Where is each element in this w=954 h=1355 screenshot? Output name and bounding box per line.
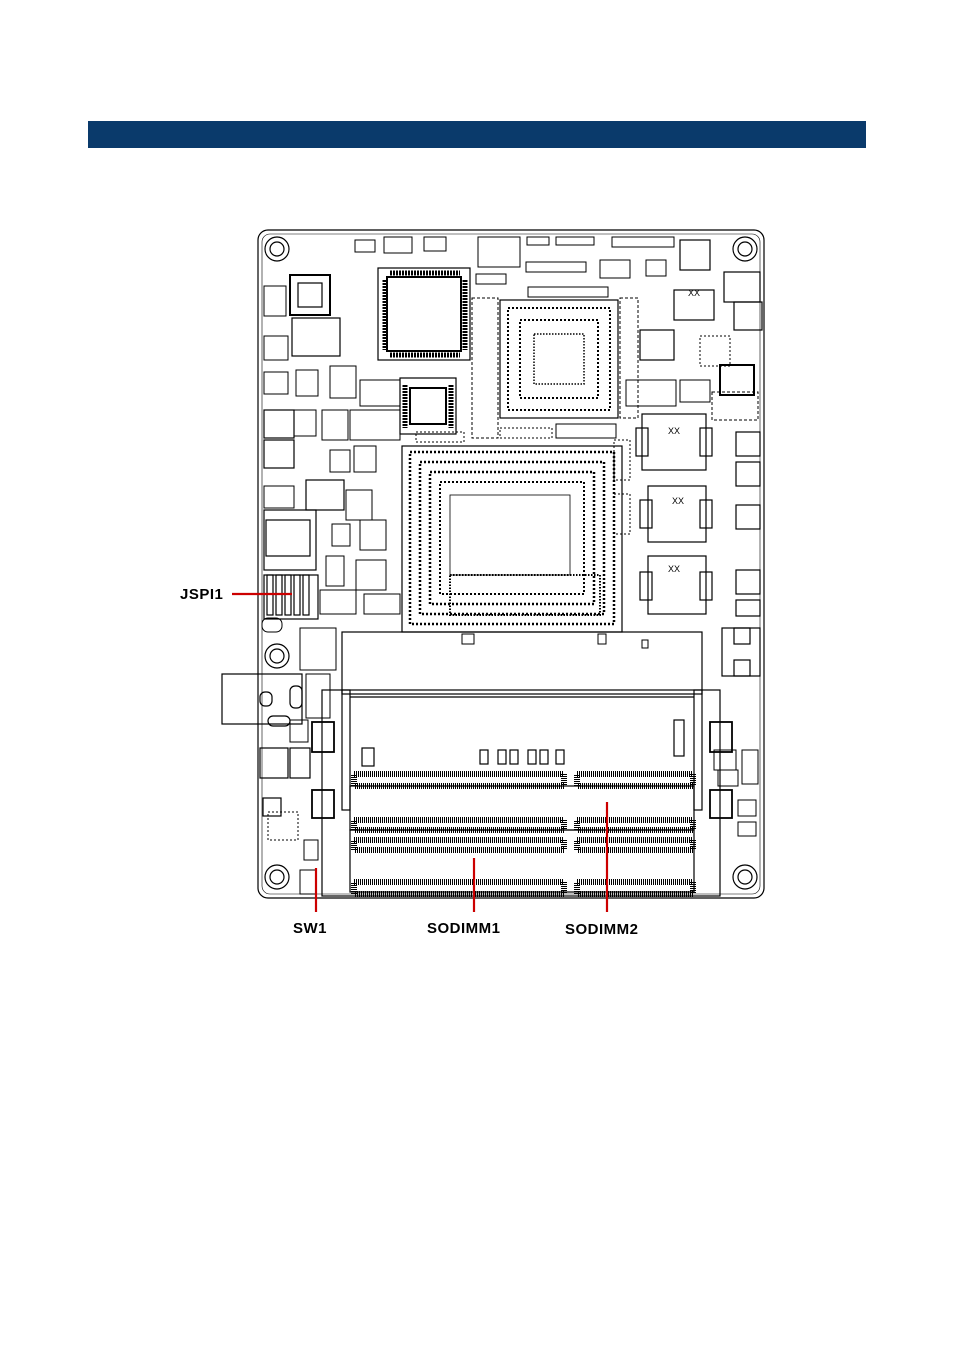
label-sw1: SW1 bbox=[293, 920, 327, 937]
chip-mark-4: XX bbox=[688, 288, 700, 298]
sodimm1-pins-top bbox=[354, 840, 564, 850]
sodimm2-pins-top bbox=[354, 774, 564, 786]
chip-mark-2: XX bbox=[672, 496, 684, 506]
cpu-bga bbox=[402, 446, 622, 632]
label-sodimm1: SODIMM1 bbox=[427, 920, 501, 937]
sodimm2-pins-bottom bbox=[354, 820, 564, 830]
label-jspi1: JSPI1 bbox=[180, 586, 223, 603]
chip-qfp-top bbox=[378, 268, 470, 360]
side-connector bbox=[222, 674, 732, 818]
label-sodimm2: SODIMM2 bbox=[565, 921, 639, 938]
chip-mark-3: XX bbox=[668, 564, 680, 574]
right-components bbox=[640, 240, 762, 676]
chip-marks: XX XX XX XX bbox=[668, 288, 700, 574]
chip-mark-1: XX bbox=[668, 426, 680, 436]
chip-qfp-small bbox=[400, 378, 456, 434]
mounting-holes bbox=[265, 237, 757, 889]
smd-components bbox=[262, 237, 758, 894]
left-components bbox=[260, 318, 344, 816]
power-inductors bbox=[636, 414, 712, 614]
sodimm-area bbox=[322, 632, 720, 896]
bga-chip-small bbox=[500, 300, 618, 418]
